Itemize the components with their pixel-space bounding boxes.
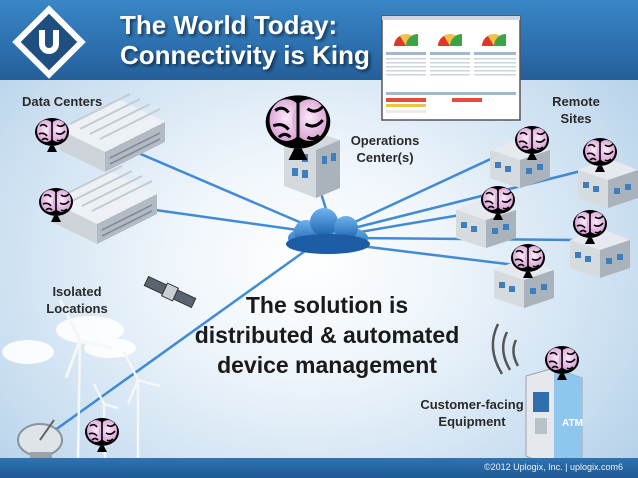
label-remote-sites-line1: Remote: [552, 94, 600, 109]
label-operations-center: Operations Center(s): [340, 132, 430, 166]
solution-statement: The solution is distributed & automated …: [172, 290, 482, 380]
dashboard-screenshot: [381, 15, 521, 121]
line-satellite: [43, 244, 313, 440]
label-customer-line1: Customer-facing: [420, 397, 524, 412]
gauge-icons: [394, 34, 506, 46]
page-number: 6: [618, 462, 624, 472]
atm-machine-icon: ATM: [525, 367, 583, 469]
solution-line2: distributed & automated: [194, 322, 460, 348]
satellite-icon: [143, 275, 197, 309]
solution-line3: device management: [217, 352, 437, 378]
wind-turbines-icon: [58, 299, 161, 461]
network-cloud-icon: [286, 208, 370, 254]
satellite-dish-icon: [17, 419, 63, 460]
label-data-centers: Data Centers: [22, 94, 103, 109]
footer-copyright: ©2012 Uplogix, Inc. | uplogix.com: [484, 462, 619, 472]
remote-site-4: [570, 228, 630, 278]
label-operations-line2: Center(s): [356, 150, 414, 165]
label-isolated-locations: Isolated Locations: [38, 283, 116, 317]
label-operations-line1: Operations: [350, 133, 420, 148]
slide-title-line2: Connectivity is King: [120, 40, 370, 70]
uplogix-logo-icon: [12, 5, 86, 79]
label-customer-facing: Customer-facing Equipment: [414, 396, 530, 430]
line-remote-5: [343, 242, 516, 267]
label-isolated-line1: Isolated: [52, 284, 102, 299]
line-datacenter-1: [107, 138, 319, 232]
wireless-signal-icon: [491, 323, 520, 375]
line-remote-2: [345, 168, 586, 232]
line-remote-1: [341, 148, 511, 230]
footer-bar: [0, 458, 638, 478]
slide-title-line1: The World Today:: [120, 10, 338, 40]
atm-label: ATM: [562, 418, 583, 429]
label-remote-sites-line2: Sites: [560, 111, 592, 126]
label-isolated-line2: Locations: [46, 301, 108, 316]
solution-line1: The solution is: [245, 292, 409, 318]
sky-clouds: [2, 316, 136, 364]
brain-icon-isolated: [84, 417, 120, 453]
label-customer-line2: Equipment: [438, 414, 506, 429]
remote-site-2: [578, 158, 638, 208]
label-remote-sites: Remote Sites: [546, 93, 606, 127]
